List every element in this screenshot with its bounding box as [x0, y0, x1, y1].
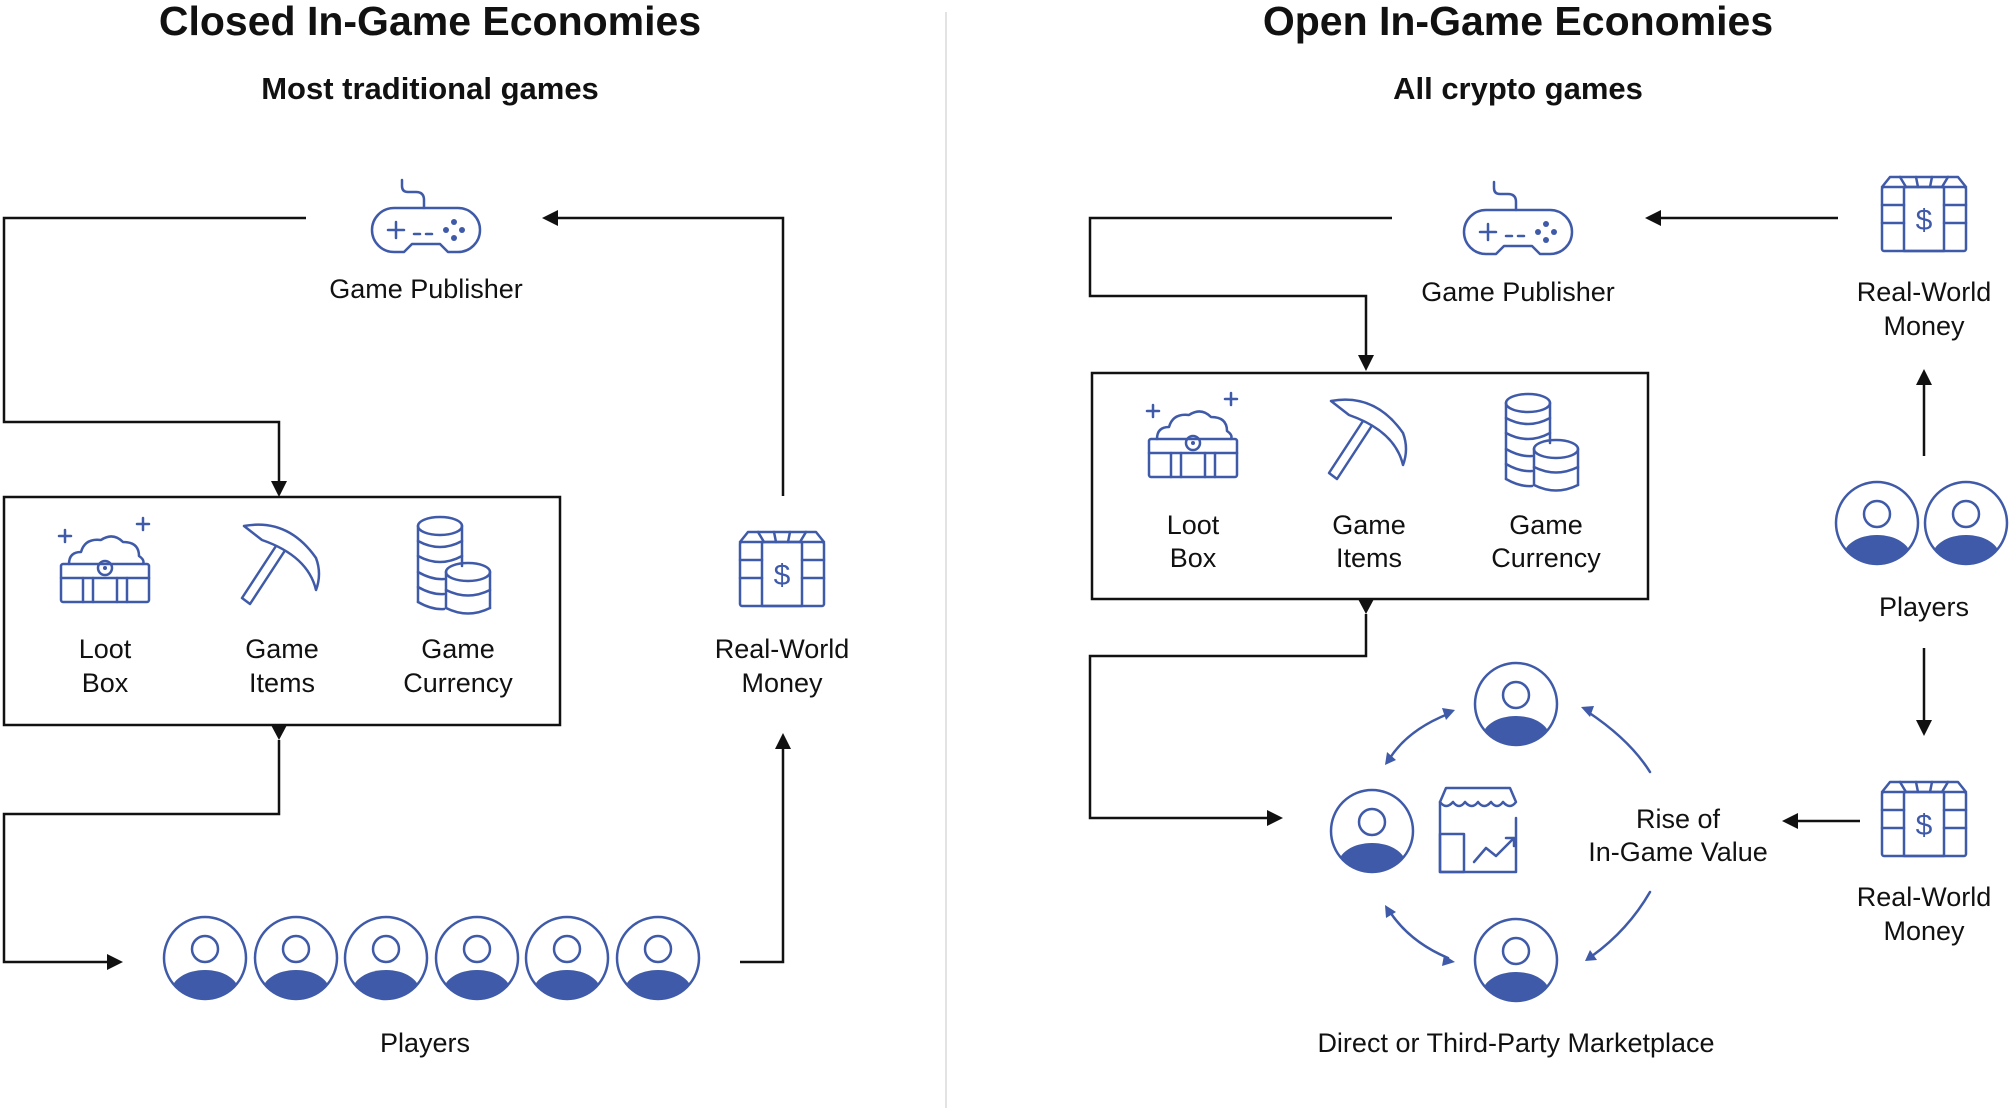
- right-player-icon-2: [1925, 482, 2007, 579]
- right-currency-label-1: Game: [1509, 510, 1583, 540]
- right-money-top-label-1: Real-World: [1857, 277, 1992, 307]
- cycle-arrow-top-left: [1388, 712, 1450, 760]
- marketplace-label: Direct or Third-Party Marketplace: [1317, 1028, 1714, 1058]
- left-items-label-2: Items: [249, 668, 315, 698]
- market-player-left-icon: [1331, 790, 1413, 887]
- right-money-top-arrowhead: [1916, 369, 1932, 385]
- cycle-arrowhead-tl-2: [1385, 752, 1396, 765]
- left-lootbox-icon: [57, 516, 151, 604]
- right-players-label: Players: [1879, 592, 1969, 622]
- right-money-bottom-arrowhead: [1916, 720, 1932, 736]
- open-economy-panel: Open In-Game Economies All crypto games …: [1088, 0, 2007, 1058]
- left-money-arrowhead: [775, 733, 791, 749]
- closed-economy-panel: Closed In-Game Economies Most traditiona…: [2, 0, 850, 1058]
- left-gamepad-icon: [370, 178, 482, 254]
- right-currency-label-2: Currency: [1491, 543, 1601, 573]
- left-currency-label-2: Currency: [403, 668, 513, 698]
- right-pickaxe-icon: [1327, 398, 1408, 481]
- right-money-bottom-icon: [1880, 780, 1968, 858]
- left-player-icon-4: [436, 917, 518, 1014]
- cycle-arrowhead-br: [1585, 950, 1597, 961]
- left-player-icon-3: [345, 917, 427, 1014]
- right-items-out-arrowhead: [1358, 599, 1374, 614]
- left-loot-label-1: Loot: [79, 634, 132, 664]
- left-loot-label-2: Box: [82, 668, 129, 698]
- left-publisher-label: Game Publisher: [329, 274, 523, 304]
- rise-label-1: Rise of: [1636, 804, 1721, 834]
- cycle-arrowhead-tl-1: [1442, 708, 1455, 720]
- left-coins-icon: [416, 515, 492, 615]
- left-money-icon: [738, 530, 826, 608]
- left-player-icon-6: [617, 917, 699, 1014]
- cycle-arrow-top-right: [1586, 710, 1652, 774]
- right-title: Open In-Game Economies: [1263, 0, 1773, 44]
- cycle-arrowhead-bl-2: [1442, 955, 1455, 966]
- cycle-arrow-bottom-right: [1590, 890, 1652, 958]
- left-players-label: Players: [380, 1028, 470, 1058]
- right-lootbox-icon: [1145, 391, 1239, 479]
- right-publisher-to-items-connector: [1088, 216, 1392, 355]
- cycle-arrowhead-bl-1: [1385, 905, 1396, 918]
- left-player-icon-2: [255, 917, 337, 1014]
- right-coins-icon: [1504, 392, 1580, 492]
- right-subtitle: All crypto games: [1393, 71, 1643, 106]
- left-publisher-arrowhead: [542, 210, 558, 226]
- cycle-arrow-bottom-left: [1388, 910, 1450, 960]
- left-items-arrowhead: [271, 481, 287, 497]
- left-items-label-1: Game: [245, 634, 319, 664]
- left-subtitle: Most traditional games: [261, 71, 599, 106]
- market-player-bottom-icon: [1475, 919, 1557, 1016]
- right-loot-label-2: Box: [1170, 543, 1217, 573]
- storefront-chart-icon: [1438, 786, 1518, 874]
- right-publisher-label: Game Publisher: [1421, 277, 1615, 307]
- rise-label-2: In-Game Value: [1588, 837, 1768, 867]
- left-items-out-arrowhead: [271, 725, 287, 740]
- left-items-to-players-connector: [2, 740, 281, 964]
- left-title: Closed In-Game Economies: [159, 0, 701, 44]
- right-items-arrowhead: [1358, 355, 1374, 371]
- left-pickaxe-icon: [240, 523, 321, 606]
- cycle-arrowhead-tr: [1581, 706, 1594, 717]
- right-items-label-1: Game: [1332, 510, 1406, 540]
- left-money-label-2: Money: [741, 668, 823, 698]
- right-market-arrowhead: [1267, 810, 1283, 826]
- left-money-label-1: Real-World: [715, 634, 850, 664]
- right-items-label-2: Items: [1336, 543, 1402, 573]
- right-gamepad-icon: [1462, 180, 1574, 256]
- left-player-icon-1: [164, 917, 246, 1014]
- right-player-icon-1: [1836, 482, 1918, 579]
- left-publisher-to-items-connector: [2, 216, 306, 481]
- right-items-to-market-connector: [1088, 614, 1368, 820]
- left-players-arrowhead: [107, 954, 123, 970]
- left-player-icon-5: [526, 917, 608, 1014]
- left-currency-label-1: Game: [421, 634, 495, 664]
- right-money-bottom-label-2: Money: [1883, 916, 1965, 946]
- left-players-to-money-connector: [740, 749, 785, 964]
- right-money-top-label-2: Money: [1883, 311, 1965, 341]
- right-loot-label-1: Loot: [1167, 510, 1220, 540]
- market-player-top-icon: [1475, 663, 1557, 760]
- right-publisher-arrowhead: [1645, 210, 1661, 226]
- left-money-to-publisher-connector: [558, 216, 785, 496]
- right-money-bottom-label-1: Real-World: [1857, 882, 1992, 912]
- right-rise-arrowhead: [1782, 813, 1798, 829]
- left-players-row: [164, 917, 699, 1014]
- right-money-top-icon: [1880, 175, 1968, 253]
